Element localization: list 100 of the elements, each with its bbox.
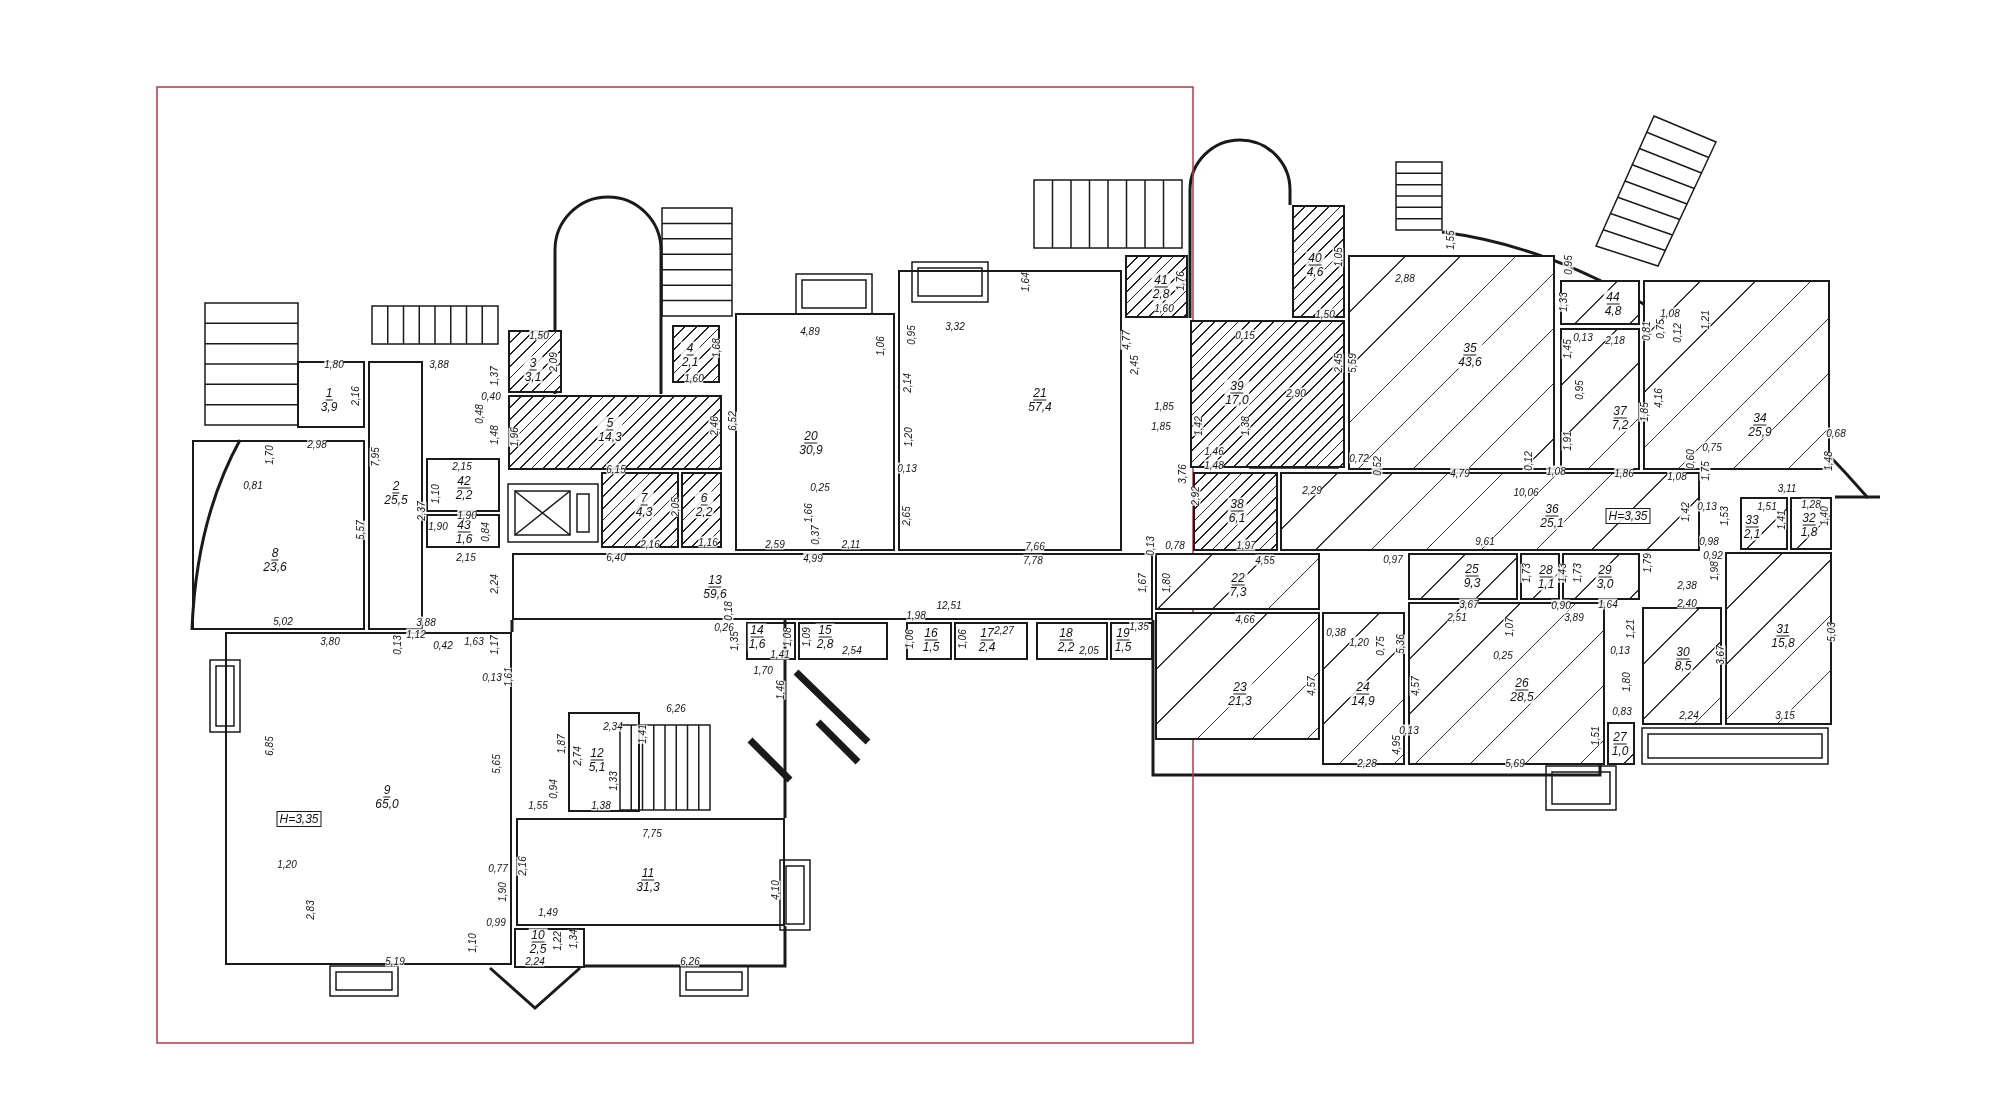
- dimension-label: 2,18: [1605, 334, 1625, 346]
- room-number: 16: [924, 626, 938, 641]
- room-area: 28,5: [1510, 690, 1534, 704]
- room: [1292, 205, 1345, 318]
- room-number: 13: [708, 573, 722, 588]
- dimension-label: 6,85: [263, 736, 275, 756]
- room-number: 32: [1802, 511, 1816, 526]
- dimension-label: 1,09: [800, 627, 812, 647]
- dimension-label: 1,08: [1667, 470, 1687, 482]
- room-number: 8: [271, 546, 279, 561]
- dimension-label: 2,16: [640, 538, 660, 550]
- dimension-label: 0,40: [481, 390, 501, 402]
- dimension-label: 1,53: [1718, 506, 1730, 526]
- dimension-label: 0,13: [1573, 331, 1593, 343]
- dimension-label: 0,90: [1551, 599, 1571, 611]
- room-area: 1,5: [922, 640, 940, 654]
- dimension-label: 2,40: [1677, 597, 1697, 609]
- dimension-label: 0,95: [1562, 255, 1574, 275]
- dimension-label: 1,46: [1204, 445, 1224, 457]
- dimension-label: 6,26: [680, 955, 700, 967]
- dimension-label: 1,06: [956, 629, 968, 649]
- dimension-label: 1,49: [538, 906, 558, 918]
- room: [1560, 280, 1640, 325]
- dimension-label: 1,21: [1624, 619, 1636, 639]
- dimension-label: 1,64: [1598, 598, 1618, 610]
- dimension-label: 3,67: [1714, 645, 1726, 665]
- room-number: 35: [1463, 341, 1477, 356]
- dimension-label: 1,06: [903, 629, 915, 649]
- dimension-label: 5,59: [1346, 353, 1358, 373]
- dimension-label: 6,15: [606, 463, 626, 475]
- dimension-label: 4,99: [803, 552, 823, 564]
- dimension-label: 1,48: [1822, 451, 1834, 471]
- dimension-label: 1,91: [1561, 431, 1573, 451]
- dimension-label: 1,98: [906, 609, 926, 621]
- dimension-label: 3,67: [1459, 598, 1479, 610]
- dimension-label: 2,90: [1286, 387, 1306, 399]
- room-number: 11: [641, 866, 655, 881]
- dimension-label: 2,27: [994, 624, 1014, 636]
- dimension-label: 0,99: [486, 916, 506, 928]
- dimension-label: 1,51: [1589, 726, 1601, 746]
- dimension-label: 0,75: [1374, 636, 1386, 656]
- dimension-label: 1,46: [774, 680, 786, 700]
- dimension-label: 1,05: [1332, 247, 1344, 267]
- dimension-label: 1,80: [324, 358, 344, 370]
- dimension-label: 5,19: [385, 955, 405, 967]
- dimension-label: 5,03: [1825, 622, 1837, 642]
- dimension-label: 1,66: [802, 503, 814, 523]
- room-area: 1,1: [1537, 577, 1555, 591]
- dimension-label: 1,33: [607, 771, 619, 791]
- dimension-label: 1,20: [902, 427, 914, 447]
- room: [672, 325, 720, 383]
- room-number: 26: [1515, 676, 1529, 691]
- dimension-label: 0,72: [1349, 452, 1369, 464]
- room-area: 1,8: [1800, 525, 1818, 539]
- room: [1607, 722, 1635, 765]
- dimension-label: 1,48: [1204, 459, 1224, 471]
- room-area: 5,1: [588, 760, 606, 774]
- dimension-label: 2,65: [900, 506, 912, 526]
- room-area: 2,1: [1743, 527, 1761, 541]
- dimension-label: 6,52: [726, 411, 738, 431]
- dimension-label: 7,78: [1023, 554, 1043, 566]
- dimension-label: 4,66: [1235, 613, 1255, 625]
- dimension-label: 1,22: [551, 931, 563, 951]
- dimension-label: 3,89: [1564, 611, 1584, 623]
- room-area: 8,5: [1674, 659, 1692, 673]
- dimension-label: 1,20: [277, 858, 297, 870]
- dimension-label: 1,20: [1349, 636, 1369, 648]
- room-number: 29: [1598, 563, 1612, 578]
- room-number: 44: [1606, 290, 1620, 305]
- room-area: 3,0: [1596, 577, 1614, 591]
- room-area: 2,2: [455, 488, 473, 502]
- dimension-label: 2,16: [349, 386, 361, 406]
- dimension-label: 1,75: [1699, 461, 1711, 481]
- dimension-label: 1,85: [1638, 402, 1650, 422]
- room: [681, 472, 722, 548]
- dimension-label: 0,95: [1573, 380, 1585, 400]
- dimension-label: 4,10: [769, 880, 781, 900]
- dimension-label: 2,74: [571, 746, 583, 766]
- dimension-label: 4,95: [1390, 735, 1402, 755]
- dimension-label: 0,75: [1702, 441, 1722, 453]
- dimension-label: 2,98: [307, 438, 327, 450]
- room-number: 40: [1308, 251, 1322, 266]
- room: [1740, 497, 1788, 550]
- dimension-label: 1,17: [488, 635, 500, 655]
- dimension-label: 2,38: [1677, 579, 1697, 591]
- dimension-label: 0,84: [479, 522, 491, 542]
- dimension-label: 1,40: [1818, 506, 1830, 526]
- dimension-label: 4,79: [1450, 467, 1470, 479]
- room: [1790, 497, 1832, 550]
- room-number: 42: [457, 474, 471, 489]
- room-area: 2,2: [695, 505, 713, 519]
- room-area: 4,6: [1306, 265, 1324, 279]
- room-number: 36: [1545, 502, 1559, 517]
- dimension-label: 1,73: [1571, 563, 1583, 583]
- room-area: 4,8: [1604, 304, 1622, 318]
- dimension-label: 0,13: [482, 671, 502, 683]
- dimension-label: 1,41: [770, 648, 790, 660]
- room-area: 43,6: [1458, 355, 1482, 369]
- dimension-label: 2,45: [1332, 353, 1344, 373]
- dimension-label: 1,97: [1236, 539, 1256, 551]
